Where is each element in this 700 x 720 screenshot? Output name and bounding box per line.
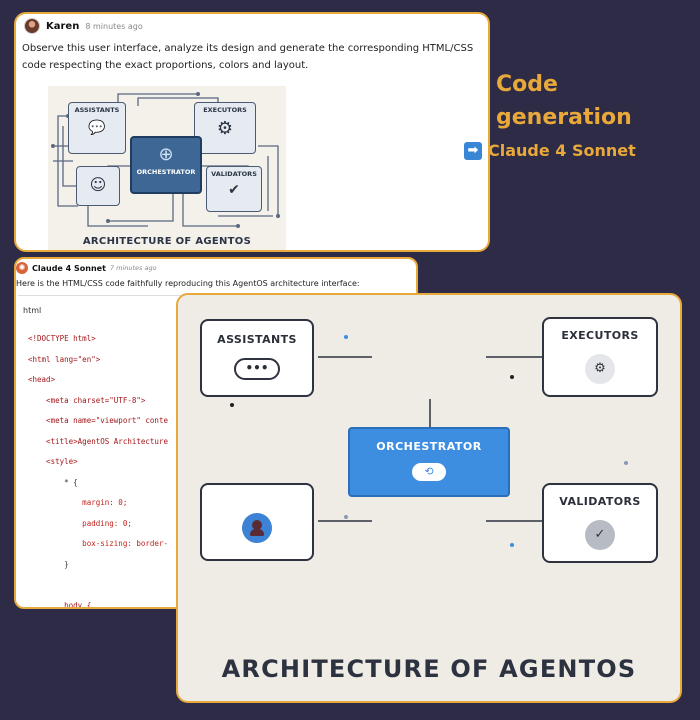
validators-box[interactable]: VALIDATORS ✓	[542, 483, 658, 563]
connector-lines	[318, 356, 542, 522]
dot	[624, 461, 628, 465]
prompt-message: Observe this user interface, analyze its…	[22, 43, 474, 71]
assistants-box[interactable]: ASSISTANTS •••	[200, 319, 314, 397]
prompt-card: Karen 8 minutes ago Observe this user in…	[14, 12, 490, 252]
dot	[510, 543, 514, 547]
arrow-right-icon: ➡	[464, 141, 482, 160]
code-line: margin: 0;	[28, 498, 128, 507]
check-icon: ✓	[585, 520, 615, 550]
refresh-icon: ⟲	[412, 463, 446, 481]
prompt-header: Karen 8 minutes ago	[24, 18, 143, 34]
response-message: Here is the HTML/CSS code faithfully rep…	[16, 279, 360, 288]
user-icon	[242, 513, 272, 543]
thumb-user-box: ☺	[76, 166, 120, 206]
ellipsis-icon: •••	[234, 358, 280, 380]
author-name[interactable]: Claude 4 Sonnet	[32, 263, 106, 273]
dot	[230, 403, 234, 407]
validators-label: VALIDATORS	[559, 495, 641, 508]
user-box[interactable]	[200, 483, 314, 561]
thumb-assistants-box: ASSISTANTS 💬	[68, 102, 126, 154]
executors-box[interactable]: EXECUTORS ⚙	[542, 317, 658, 397]
check-icon: ✔	[228, 182, 240, 198]
code-line: <title>AgentOS Architecture	[28, 436, 168, 446]
timestamp: 8 minutes ago	[85, 21, 143, 31]
orchestrator-label: ORCHESTRATOR	[376, 440, 482, 453]
response-header: ✺ Claude 4 Sonnet 7 minutes ago	[16, 262, 157, 274]
executors-label: EXECUTORS	[561, 329, 639, 342]
user-icon: ☺	[89, 175, 107, 194]
assistants-label: ASSISTANTS	[217, 333, 297, 346]
code-line: * {	[28, 477, 78, 487]
page-title: ARCHITECTURE OF AGENTOS	[221, 655, 637, 683]
thumb-orchestrator-box: ⊕ ORCHESTRATOR	[130, 136, 202, 194]
dot	[344, 335, 348, 339]
side-title: Code generation	[496, 72, 632, 130]
gear-icon: ⚙	[216, 118, 234, 139]
avatar[interactable]	[24, 18, 40, 34]
claude-avatar-icon[interactable]: ✺	[16, 262, 28, 274]
thumb-title: ARCHITECTURE OF AGENTOS	[82, 236, 252, 247]
code-language-label: html	[23, 306, 42, 315]
thumb-executors-box: EXECUTORS ⚙	[194, 102, 256, 154]
result-card: ASSISTANTS ••• EXECUTORS ⚙ ORCHESTRATOR …	[176, 293, 682, 703]
dot	[510, 375, 514, 379]
code-line: <meta name="viewport" conte	[28, 416, 168, 425]
code-line: box-sizing: border-	[28, 539, 168, 548]
code-line: body {	[28, 600, 92, 609]
author-name[interactable]: Karen	[46, 20, 80, 32]
gear-icon: ⚙	[585, 354, 615, 384]
code-line: <meta charset="UTF-8">	[28, 395, 146, 405]
code-line	[28, 580, 168, 601]
code-line: padding: 0;	[28, 518, 132, 528]
code-line: <style>	[28, 457, 78, 466]
architecture-thumbnail[interactable]: ASSISTANTS 💬 EXECUTORS ⚙ ⊕ ORCHESTRATOR …	[48, 86, 286, 250]
chat-bubble-icon: 💬	[88, 120, 106, 136]
orchestrator-box[interactable]: ORCHESTRATOR ⟲	[348, 427, 510, 497]
model-name: Claude 4 Sonnet	[488, 141, 636, 160]
code-lines[interactable]: <!DOCTYPE html> <html lang="en"> <head> …	[28, 334, 168, 609]
thumb-validators-box: VALIDATORS ✔	[206, 166, 262, 212]
timestamp: 7 minutes ago	[109, 264, 157, 272]
code-line: <html lang="en">	[28, 354, 101, 364]
model-label: ➡ Claude 4 Sonnet	[464, 141, 636, 160]
code-line: }	[28, 559, 69, 569]
dot	[344, 515, 348, 519]
code-line: <head>	[28, 375, 56, 384]
target-icon: ⊕	[158, 144, 174, 165]
code-line: <!DOCTYPE html>	[28, 334, 96, 343]
